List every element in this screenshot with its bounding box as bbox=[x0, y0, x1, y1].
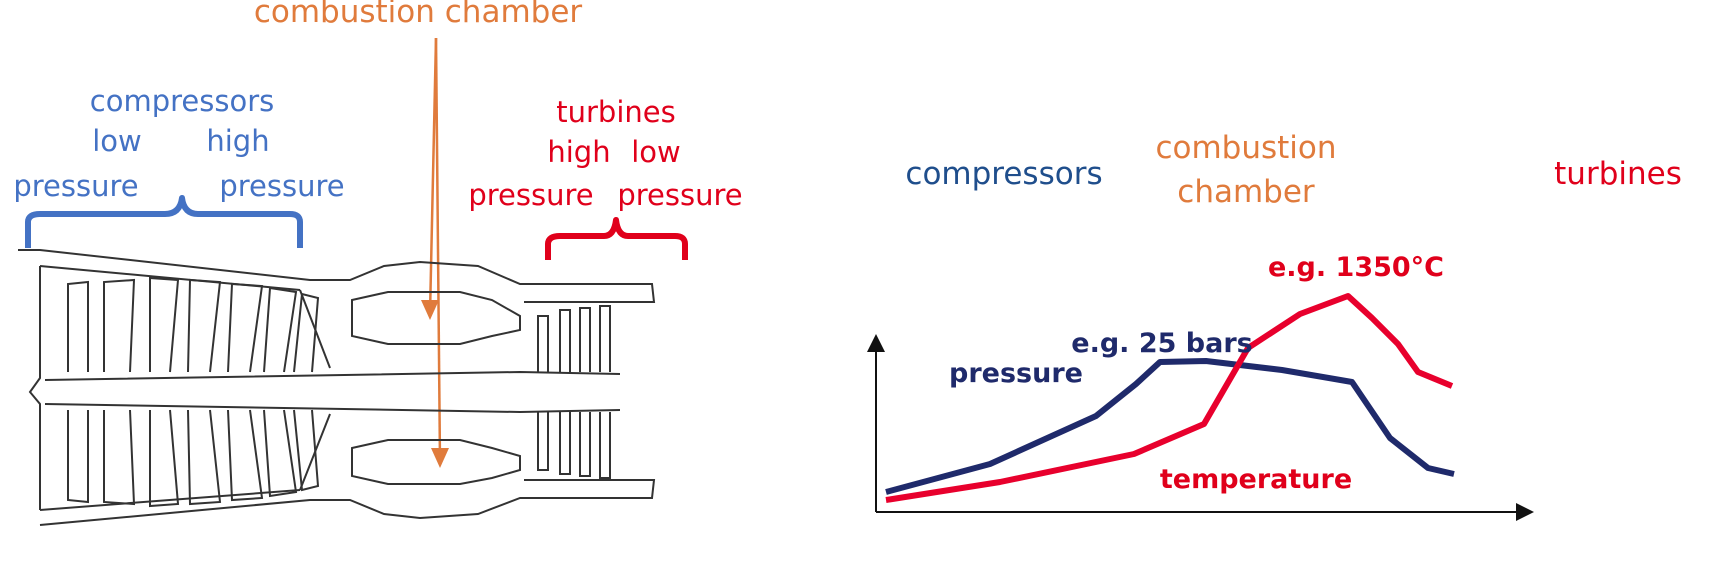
engine-schematic: combustion chamber compressors low high … bbox=[13, 0, 743, 526]
turbine-blades-lower bbox=[537, 412, 611, 479]
compressor-blades-lower bbox=[67, 409, 320, 508]
graph-section-combustion-line2: chamber bbox=[1177, 174, 1315, 210]
pressure-curve bbox=[885, 358, 1455, 495]
combustion-arrow-upper bbox=[428, 37, 438, 315]
temperature-curve bbox=[885, 293, 1454, 503]
compressor-high-label: high bbox=[206, 124, 269, 158]
graph-section-combustion-line1: combustion bbox=[1155, 130, 1336, 166]
graph-x-axis-arrow bbox=[1516, 503, 1534, 521]
turbine-blades-upper bbox=[537, 305, 611, 372]
graph-section-turbines: turbines bbox=[1554, 156, 1682, 192]
pressure-peak-label: e.g. 25 bars bbox=[1071, 328, 1252, 359]
graph-section-compressors: compressors bbox=[905, 156, 1102, 192]
turbines-title: turbines bbox=[556, 95, 675, 129]
compressor-low-label: low bbox=[92, 124, 142, 158]
turbine-high-label: high bbox=[547, 135, 610, 169]
combustion-chamber-label: combustion chamber bbox=[254, 0, 583, 30]
pressure-label: pressure bbox=[949, 358, 1083, 389]
compressor-high-pressure-label: pressure bbox=[219, 169, 344, 203]
turbine-high-pressure-label: pressure bbox=[468, 178, 593, 212]
profile-graph: compressors combustion chamber turbines … bbox=[867, 130, 1682, 521]
turbine-low-pressure-label: pressure bbox=[617, 178, 742, 212]
temperature-peak-label: e.g. 1350°C bbox=[1268, 252, 1444, 283]
graph-y-axis-arrow bbox=[867, 334, 885, 352]
compressor-low-pressure-label: pressure bbox=[13, 169, 138, 203]
combustion-arrow-lower-head bbox=[431, 448, 449, 468]
compressor-blades-upper bbox=[67, 276, 320, 373]
combustion-arrow-upper-head bbox=[421, 300, 439, 320]
compressors-brace bbox=[25, 195, 303, 248]
engine-casing bbox=[18, 249, 656, 526]
turbines-brace bbox=[545, 217, 688, 260]
combustion-arrow-lower bbox=[434, 37, 442, 463]
turbine-low-label: low bbox=[631, 135, 681, 169]
compressors-title: compressors bbox=[90, 84, 274, 118]
temperature-label: temperature bbox=[1160, 464, 1352, 495]
